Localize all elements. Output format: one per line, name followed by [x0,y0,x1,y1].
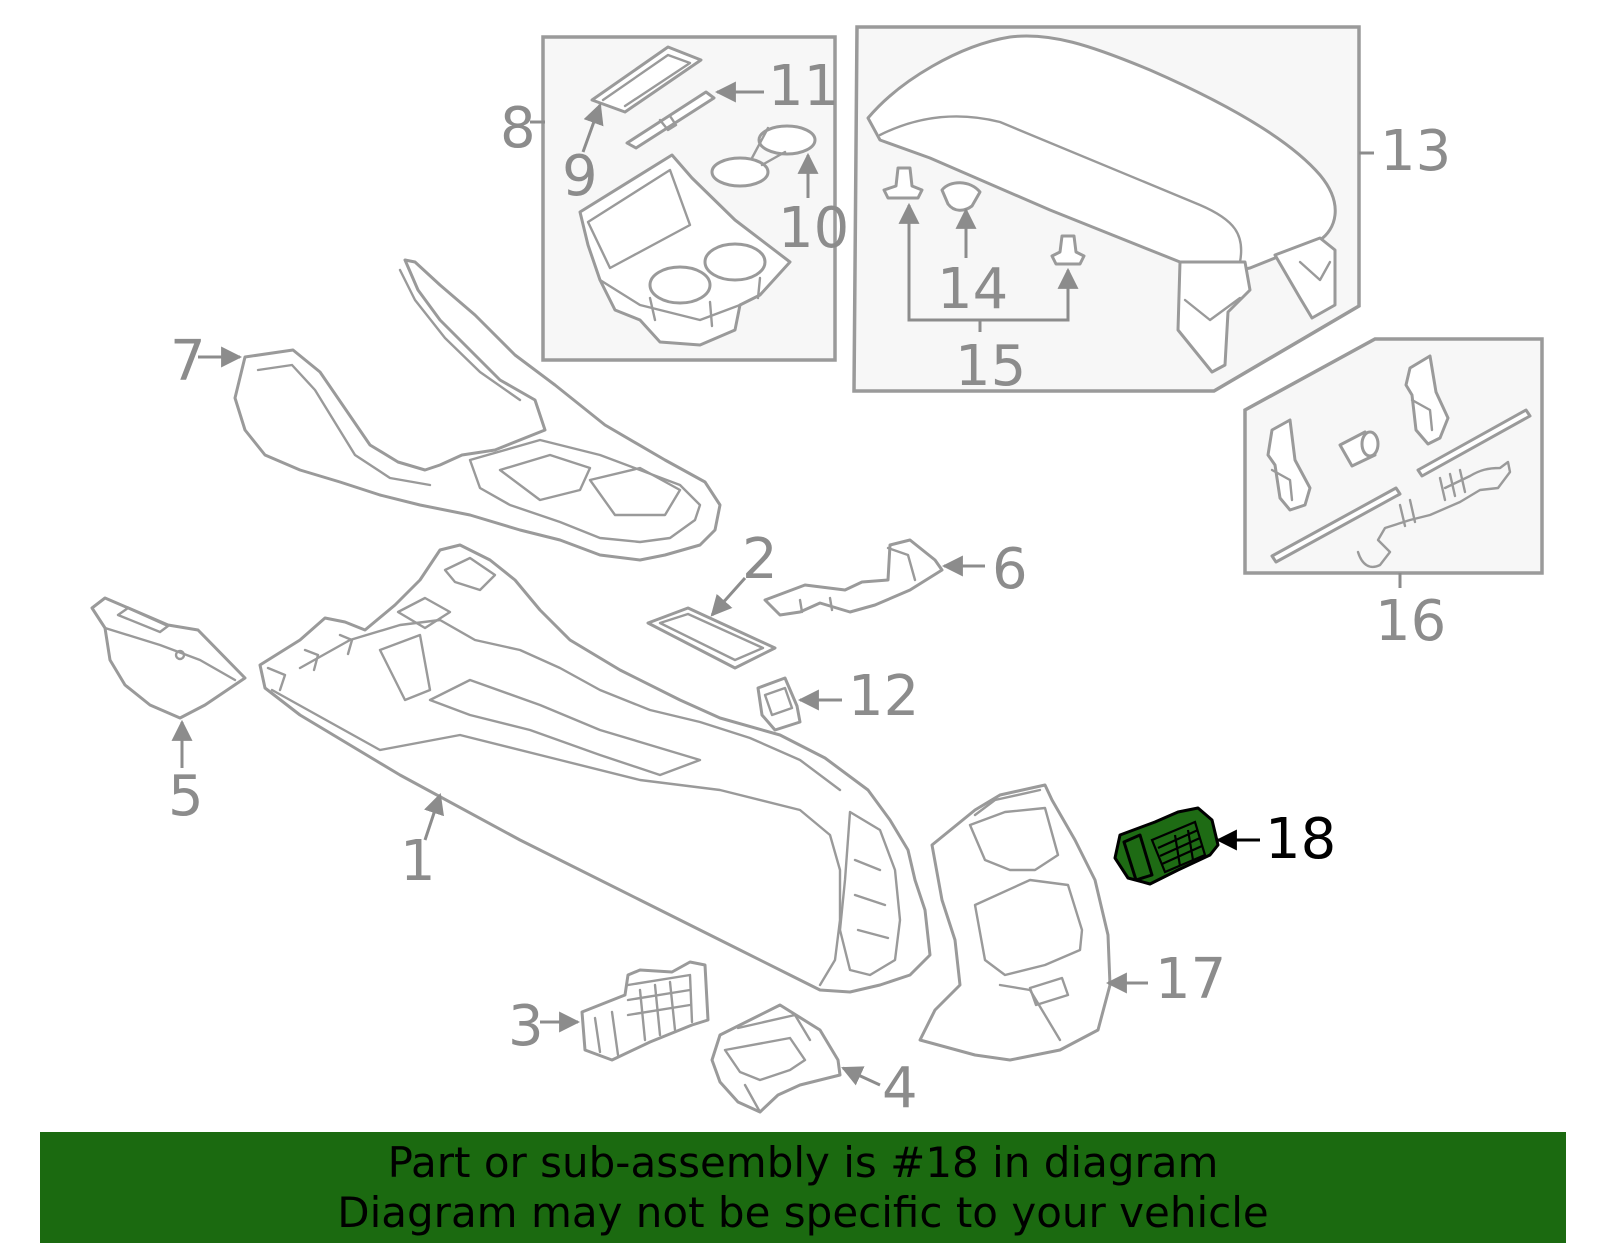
box-armrest [852,25,1361,393]
part-7-console-trim[interactable] [233,258,722,562]
cupholder-body[interactable] [578,153,792,347]
part-11-strip[interactable] [625,90,716,150]
callout-12: 12 [848,664,919,729]
part-6-bracket[interactable] [763,538,944,617]
callout-8: 8 [500,96,536,161]
banner-line-disclaimer: Diagram may not be specific to your vehi… [337,1187,1269,1237]
part-1-console-body[interactable] [258,543,932,994]
part-16-rod-lower[interactable] [1270,486,1402,564]
callout-3: 3 [508,994,544,1059]
callout-9: 9 [562,144,598,209]
callout-11: 11 [768,54,839,119]
callout-17: 17 [1155,947,1226,1012]
part-16-latch-left[interactable] [1266,418,1312,512]
part-15-clip-left[interactable] [882,166,924,200]
callout-7: 7 [170,329,206,394]
part-4-cover[interactable] [710,1003,842,1114]
part-13-armrest-lid[interactable] [866,34,1337,374]
box-cupholder-assembly [541,35,837,362]
callout-4: 4 [882,1056,918,1121]
part-16-spring-cable[interactable] [1356,460,1512,569]
callout-10: 10 [778,196,849,261]
callout-14: 14 [937,257,1008,322]
part-3-bracket[interactable] [580,960,710,1062]
callout-16: 16 [1375,589,1446,654]
callout-15: 15 [955,334,1026,399]
part-17-rear-panel[interactable] [918,783,1112,1062]
part-5-side-panel[interactable] [90,596,247,720]
box-hardware-kit [1243,337,1544,575]
part-10-ring[interactable] [710,124,817,188]
part-9-cover[interactable] [590,45,703,114]
info-banner: Part or sub-assembly is #18 in diagram D… [40,1132,1566,1243]
callout-13: 13 [1380,119,1451,184]
callout-18: 18 [1265,807,1336,872]
part-16-rod-upper[interactable] [1416,408,1532,478]
part-2-pad[interactable] [646,606,777,670]
part-16-latch-right[interactable] [1404,354,1450,446]
callout-1: 1 [400,829,436,894]
callout-5: 5 [168,764,204,829]
part-12-clip[interactable] [756,676,802,732]
part-16-bushing[interactable] [1338,430,1380,468]
callout-2: 2 [742,527,778,592]
part-18-rear-vent[interactable] [1113,806,1220,886]
banner-line-part-number: Part or sub-assembly is #18 in diagram [387,1137,1219,1187]
callout-6: 6 [992,537,1028,602]
